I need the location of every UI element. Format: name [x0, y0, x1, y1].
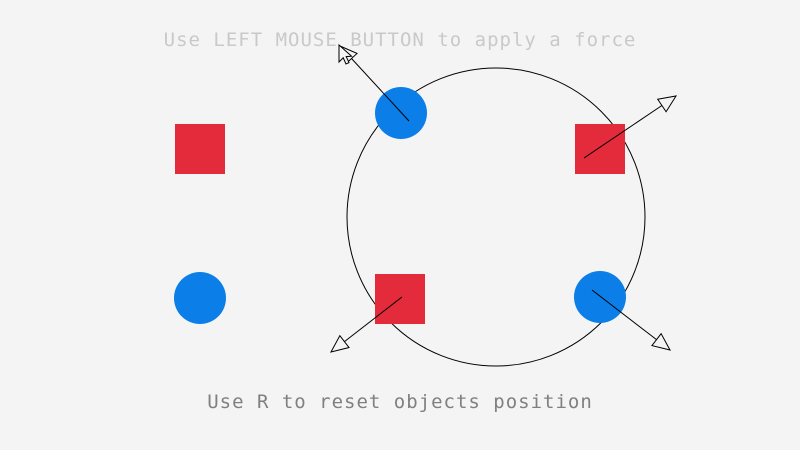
body-circle-bottom-right[interactable]	[574, 271, 626, 323]
force-arrow-square-right-shaft	[583, 105, 663, 159]
force-arrow-square-bottom-shaft	[344, 296, 403, 342]
force-arrow-circle-bottom-right-shaft	[591, 289, 657, 341]
force-arrows-layer	[330, 45, 678, 353]
mouse-pointer-icon	[338, 43, 353, 65]
constraint-circle	[346, 67, 646, 367]
body-circle-free-left[interactable]	[174, 272, 226, 324]
mouse-pointer-glyph	[338, 43, 353, 65]
force-arrow-circle-bottom-right-head	[651, 332, 671, 351]
force-arrow-square-bottom-head	[330, 334, 350, 353]
hint-text-apply-force: Use LEFT MOUSE BUTTON to apply a force	[163, 29, 637, 51]
body-square-right[interactable]	[575, 124, 625, 174]
force-arrow-square-right-head	[656, 95, 678, 113]
hint-text-reset-objects: Use R to reset objects position	[207, 391, 593, 413]
body-square-free-left[interactable]	[175, 124, 225, 174]
force-arrow-circle-top-shaft	[351, 58, 410, 122]
